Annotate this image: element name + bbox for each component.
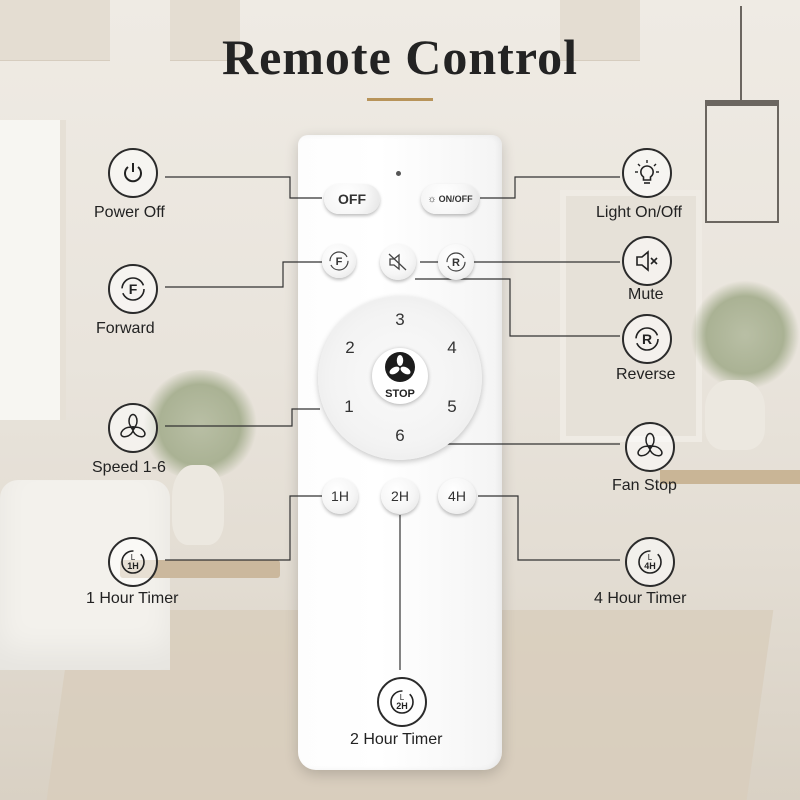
timer-1h-button[interactable]: 1H <box>322 478 358 514</box>
svg-text:F: F <box>129 281 138 297</box>
speed-label: Speed 1-6 <box>92 459 166 476</box>
forward-rotate-icon: F <box>329 251 349 271</box>
speed-3-button[interactable]: 3 <box>395 310 405 329</box>
mute-icon <box>388 253 407 271</box>
plant <box>690 280 800 390</box>
speed-5-button[interactable]: 5 <box>447 397 457 416</box>
stop-label: STOP <box>385 388 415 400</box>
plant <box>140 370 260 480</box>
ceiling-beam <box>0 0 110 61</box>
title-underline <box>367 98 433 101</box>
speed-2-button[interactable]: 2 <box>345 338 355 357</box>
reverse-icon: R <box>622 314 672 364</box>
light-on-off-label: Light On/Off <box>596 204 682 221</box>
svg-text:L: L <box>648 553 653 562</box>
vase <box>705 380 765 450</box>
off-button[interactable]: OFF <box>324 184 380 214</box>
mute-button[interactable] <box>380 244 416 280</box>
timer-2h-button[interactable]: 2H <box>381 478 419 514</box>
svg-text:2H: 2H <box>396 701 408 711</box>
timer-4h-label: 4 Hour Timer <box>594 590 687 607</box>
svg-text:R: R <box>642 331 652 347</box>
light-toggle-button[interactable]: ☼ON/OFF <box>421 184 479 214</box>
timer-2h-label: 2 Hour Timer <box>350 731 443 748</box>
pendant-lantern <box>705 6 779 223</box>
vase <box>172 465 224 545</box>
reverse-button[interactable]: R <box>438 244 474 280</box>
ceiling-beam <box>170 0 240 61</box>
speed-6-button[interactable]: 6 <box>395 426 405 445</box>
forward-icon: F <box>108 264 158 314</box>
speed-4-button[interactable]: 4 <box>447 338 457 357</box>
coffee-table <box>120 560 280 578</box>
fan-icon <box>385 352 415 382</box>
svg-text:4H: 4H <box>644 561 656 571</box>
ceiling-beam <box>560 0 640 61</box>
light-button-label: ON/OFF <box>438 194 473 204</box>
light-bulb-icon <box>622 148 672 198</box>
mute-label: Mute <box>628 286 664 303</box>
window <box>0 120 66 420</box>
page-title: Remote Control <box>221 29 579 85</box>
reverse-rotate-icon: R <box>446 252 466 272</box>
dining-table <box>660 470 800 484</box>
timer-4h-button[interactable]: 4H <box>438 478 476 514</box>
forward-button[interactable]: F <box>322 244 356 278</box>
light-icon: ☼ <box>427 193 437 205</box>
forward-label: Forward <box>96 320 155 337</box>
timer-1h-label: 1 Hour Timer <box>86 590 179 607</box>
svg-text:L: L <box>400 693 405 702</box>
power-icon <box>108 148 158 198</box>
indicator-led <box>396 171 401 176</box>
svg-text:F: F <box>336 256 343 268</box>
speed-1-button[interactable]: 1 <box>344 397 354 416</box>
svg-text:L: L <box>131 553 136 562</box>
svg-text:R: R <box>452 257 460 269</box>
reverse-label: Reverse <box>616 366 676 383</box>
power-off-label: Power Off <box>94 204 165 221</box>
mute-icon <box>622 236 672 286</box>
fan-speed-icon <box>108 403 158 453</box>
svg-text:1H: 1H <box>127 561 139 571</box>
fan-stop-label: Fan Stop <box>612 477 677 494</box>
fan-stop-icon <box>625 422 675 472</box>
